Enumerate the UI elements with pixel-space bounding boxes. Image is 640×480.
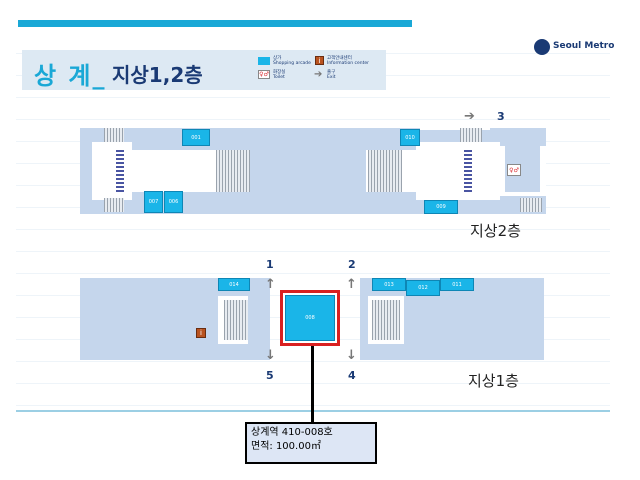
floor2-exit3-corridor [420, 120, 490, 130]
floor2-gate-line [464, 150, 472, 192]
floor2-stairs [368, 150, 402, 192]
shop-007[interactable]: 007 [144, 191, 163, 213]
floor1-stairs [224, 300, 248, 340]
legend-shop-label: 상가 [273, 56, 282, 61]
legend-toilet-label-en: Toilet [273, 75, 285, 80]
shop-008[interactable]: 008 [285, 295, 335, 341]
legend-exit-arrow-icon: ➔ [314, 69, 323, 80]
floor2-stairs [216, 150, 250, 192]
shop-013[interactable]: 013 [372, 278, 406, 291]
floor2-east-passage [416, 142, 500, 200]
floor2-stairs [520, 198, 542, 212]
exit-1-number: 1 [266, 258, 274, 271]
floor2-label: 지상2층 [470, 222, 521, 240]
legend-toilet-icon: ♀♂ [258, 70, 270, 79]
exit-3-arrow-icon: ➔ [464, 109, 475, 124]
toilet-icon: ♀♂ [507, 164, 521, 176]
exit-5-number: 5 [266, 369, 274, 382]
station-title: 상 계_ [34, 62, 107, 90]
floor-title: 지상1,2층 [112, 63, 203, 87]
exit-2-number: 2 [348, 258, 356, 271]
legend-exit-label-en: Exit [327, 75, 336, 80]
shop-001[interactable]: 001 [182, 129, 210, 146]
shop-012[interactable]: 012 [406, 280, 440, 296]
exit-3-number: 3 [497, 110, 505, 123]
seoul-metro-logo-icon [534, 39, 550, 55]
title-banner [22, 50, 386, 90]
floor2-stairs [104, 198, 124, 212]
floor1-label: 지상1층 [468, 372, 519, 390]
store-info-callout: 상계역 410-008호 면적: 100.00㎡ [245, 422, 377, 464]
exit-4-arrow-icon: ↓ [346, 348, 357, 363]
legend-shop-swatch [258, 57, 270, 65]
shop-011[interactable]: 011 [440, 278, 474, 291]
legend-info-label: 고객안내센터 [327, 56, 352, 61]
floor2-stairs [460, 128, 482, 142]
shop-010[interactable]: 010 [400, 129, 420, 146]
legend-info-label-en: Information center [327, 61, 369, 66]
exit-1-arrow-icon: ↑ [265, 277, 276, 292]
floor2-center-block [250, 146, 366, 192]
floor1-stairs [372, 300, 400, 340]
exit-4-number: 4 [348, 369, 356, 382]
floor2-stairs [104, 128, 124, 142]
logo-text: Seoul Metro [553, 41, 615, 51]
store-area: 면적: 100.00㎡ [251, 441, 321, 452]
floor2-west-passage [92, 142, 132, 200]
store-number: 상계역 410-008호 [251, 427, 333, 438]
shop-014[interactable]: 014 [218, 278, 250, 291]
floor2-gate-line [116, 150, 124, 192]
shop-009[interactable]: 009 [424, 200, 458, 214]
exit-2-arrow-icon: ↑ [346, 277, 357, 292]
callout-pointer [311, 346, 314, 424]
top-accent-bar [18, 20, 412, 27]
shop-006[interactable]: 006 [164, 191, 183, 213]
exit-5-arrow-icon: ↓ [265, 348, 276, 363]
legend-exit-label: 출구 [327, 70, 336, 75]
legend-shop-label-en: Shopping arcade [273, 61, 311, 66]
legend-toilet-label: 화장실 [273, 70, 286, 75]
info-center-icon: i [196, 328, 206, 338]
legend-info-icon: i [315, 56, 324, 65]
